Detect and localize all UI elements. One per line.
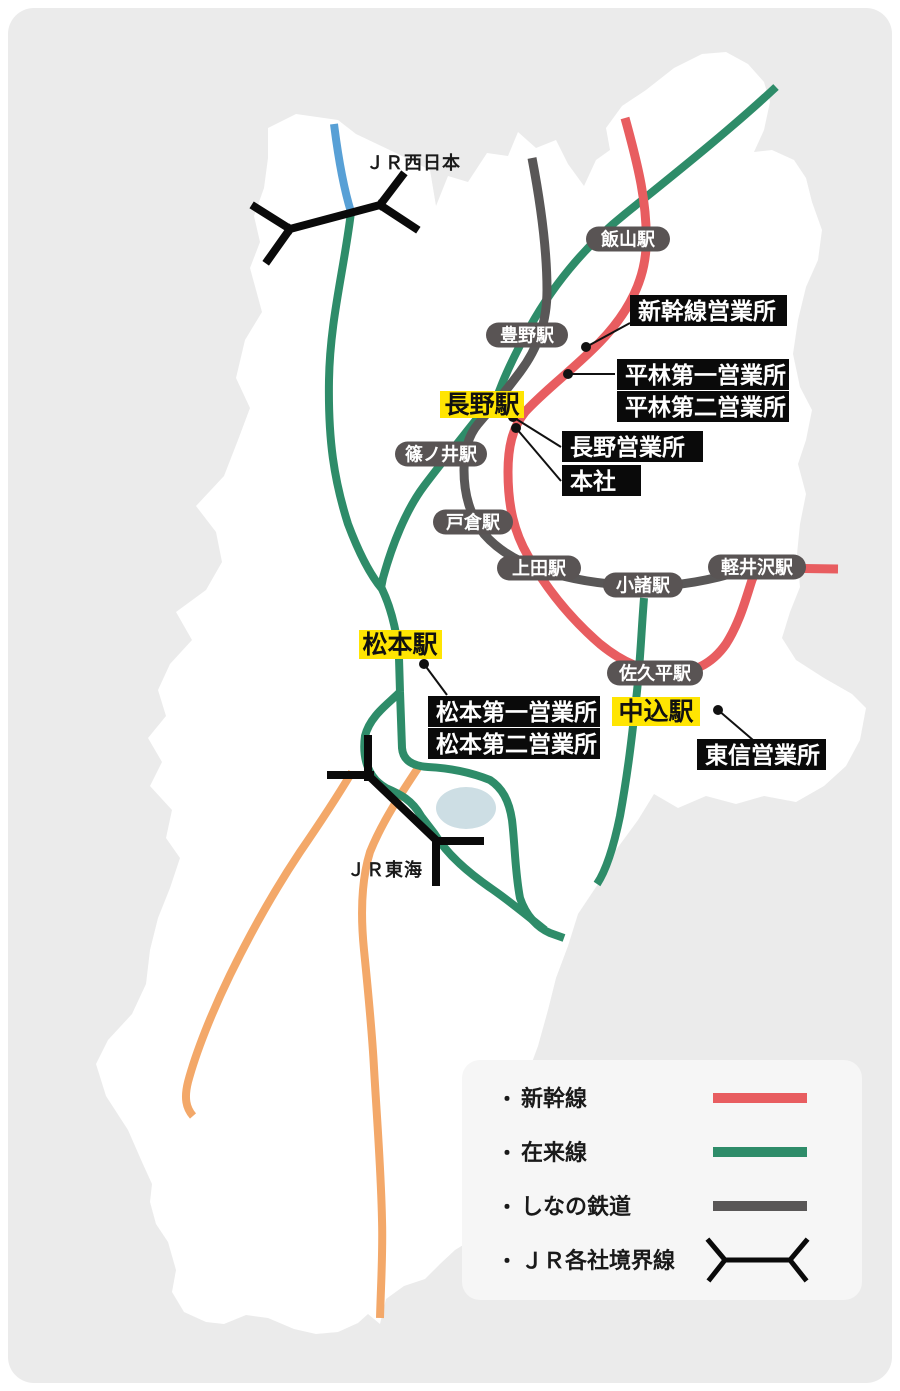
svg-text:本社: 本社 [570,468,616,495]
office-label-toshin: 東信営業所 [697,739,826,770]
legend-bullet-2: ・ [497,1141,517,1165]
svg-text:小諸駅: 小諸駅 [616,575,671,597]
station-pill-toyono: 豊野駅 [486,322,568,348]
highlight-station-nagano: 長野駅 [440,390,524,419]
jr-tokai-line-west [181,769,356,1119]
svg-text:篠ノ井駅: 篠ノ井駅 [405,444,478,466]
station-pill-shinonoi: 篠ノ井駅 [395,441,487,467]
svg-text:佐久平駅: 佐久平駅 [618,663,692,685]
jr-west-region-label: ＪＲ西日本 [366,152,461,174]
jr-west-line [330,123,355,214]
jr-tokai-line-east [358,765,422,1319]
office-label-head-office: 本社 [562,465,641,496]
office-label-matsumoto-1: 松本第一営業所 [428,696,600,727]
jr-tokai-region-label: ＪＲ東海 [347,859,423,881]
highlight-station-matsumoto: 松本駅 [359,630,442,659]
local-line-lake-east-loop [396,691,566,942]
station-pill-komoro: 小諸駅 [603,572,683,598]
legend-bullet-4: ・ [497,1249,517,1273]
jr-boundary-marker-west [249,170,421,266]
office-label-hirabayashi-1: 平林第一営業所 [617,359,789,390]
legend-swatch-local-line [713,1147,807,1157]
office-label-hirabayashi-2: 平林第二営業所 [617,391,789,422]
svg-text:東信営業所: 東信営業所 [705,742,820,769]
legend-label-shinkansen: 新幹線 [521,1086,587,1112]
station-pill-karuizawa: 軽井沢駅 [708,554,806,580]
local-line-west-main [324,211,404,693]
svg-text:松本駅: 松本駅 [362,630,437,659]
office-label-nagano: 長野営業所 [562,431,703,462]
shinkansen-line [503,116,839,678]
svg-text:平林第一営業所: 平林第一営業所 [625,362,786,389]
svg-text:軽井沢駅: 軽井沢駅 [721,557,794,579]
local-line-koumi [593,597,648,887]
legend-label-jr-boundary: ＪＲ各社境界線 [521,1248,675,1274]
svg-text:新幹線営業所: 新幹線営業所 [638,298,776,325]
office-label-shinkansen: 新幹線営業所 [630,295,787,326]
station-pill-togura: 戸倉駅 [433,509,513,535]
legend-label-local-line: 在来線 [521,1140,587,1166]
svg-text:飯山駅: 飯山駅 [600,229,656,251]
svg-text:上田駅: 上田駅 [512,559,567,580]
svg-text:長野営業所: 長野営業所 [570,434,685,461]
highlight-station-nakagomi: 中込駅 [612,697,700,726]
legend-swatch-shinkansen [713,1093,807,1103]
legend-bullet-1: ・ [497,1087,517,1111]
station-pill-ueda: 上田駅 [497,555,581,581]
svg-text:戸倉駅: 戸倉駅 [446,512,501,534]
legend-bullet-3: ・ [497,1195,517,1219]
svg-text:長野駅: 長野駅 [444,390,519,419]
legend-label-shinano-railway: しなの鉄道 [521,1194,631,1220]
station-pill-iiyama: 飯山駅 [586,226,670,252]
svg-text:松本第二営業所: 松本第二営業所 [436,731,597,758]
lake-suwa [436,787,496,829]
legend-symbol-jr-boundary [705,1237,810,1283]
svg-text:豊野駅: 豊野駅 [500,326,555,347]
svg-text:中込駅: 中込駅 [618,697,693,726]
jr-boundary-marker-tokai [327,735,484,886]
legend-swatch-shinano-railway [713,1201,807,1211]
svg-text:平林第二営業所: 平林第二営業所 [625,394,786,421]
legend: ・ 新幹線 ・ 在来線 ・ しなの鉄道 ・ ＪＲ各社境界線 [462,1060,862,1300]
local-line-shinonoi-branch [377,399,494,589]
svg-text:松本第一営業所: 松本第一営業所 [436,699,597,726]
legend-box [462,1060,862,1300]
office-label-matsumoto-2: 松本第二営業所 [428,728,600,759]
station-pill-sakudaira: 佐久平駅 [607,660,703,686]
